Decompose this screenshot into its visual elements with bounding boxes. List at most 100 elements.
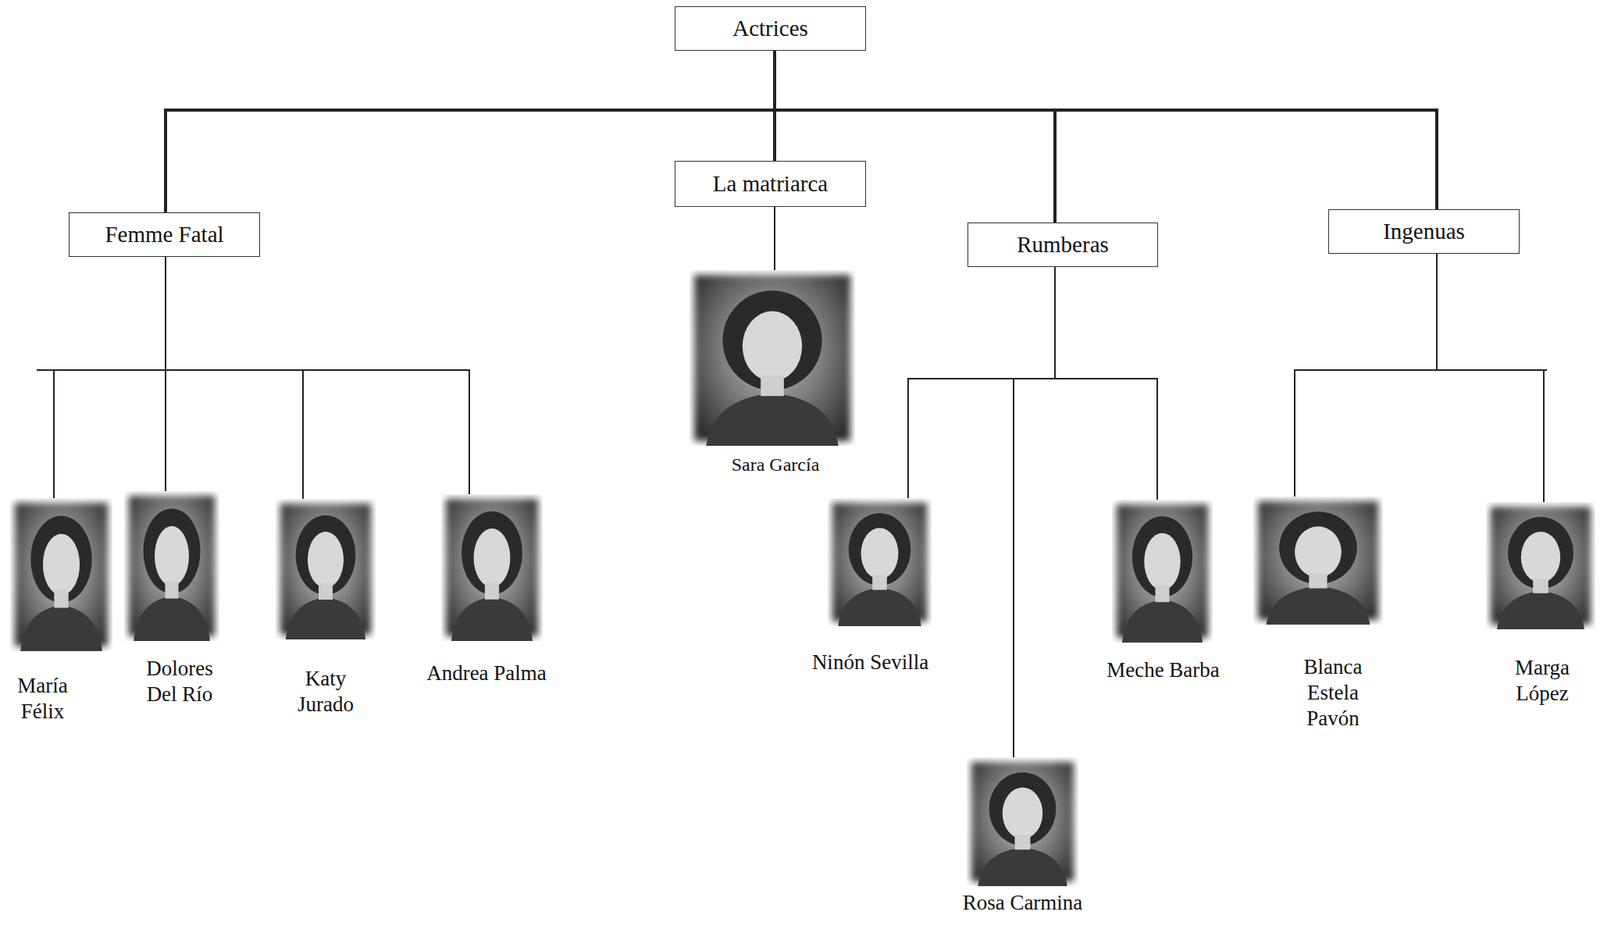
portrait-shape [318, 583, 333, 600]
portrait-shape [1521, 531, 1561, 583]
actress-name: Blanca Estela Pavón [1293, 654, 1372, 732]
portrait-shape [164, 580, 179, 599]
portrait-shape [473, 528, 511, 588]
portrait-illustration [1485, 502, 1596, 630]
tree-connector [908, 267, 1055, 499]
portrait-photo [1253, 496, 1383, 625]
portrait-shape [133, 595, 211, 642]
portrait-shape [142, 508, 200, 594]
actress-portrait: Katy Jurado [275, 498, 376, 640]
portrait-shape [484, 582, 499, 600]
tree-connector [1294, 253, 1437, 497]
portrait-photo [124, 491, 220, 642]
portrait-photo [1485, 502, 1596, 630]
portrait-photo [966, 757, 1079, 887]
actress-portrait: Marga López [1485, 502, 1596, 630]
portrait-shape [742, 311, 802, 382]
category-box: Actrices [674, 6, 866, 51]
portrait-shape [977, 848, 1067, 888]
tree-connector [1054, 267, 1158, 500]
portrait-illustration [689, 270, 856, 446]
portrait-shape [989, 772, 1057, 846]
portrait-photo [827, 498, 932, 627]
portrait-illustration [124, 491, 220, 642]
category-box: Ingenuas [1328, 209, 1520, 254]
portrait-illustration [1253, 496, 1383, 625]
tree-connector [165, 256, 470, 495]
category-box: La matriarca [674, 160, 866, 207]
actress-name: Andrea Palma [400, 660, 573, 687]
portrait-shape [760, 375, 784, 396]
portrait-illustration [1111, 499, 1213, 643]
portrait-shape [307, 531, 344, 588]
portrait-shape [1266, 586, 1371, 625]
portrait-shape [154, 526, 189, 587]
tree-connector [1436, 253, 1544, 503]
portrait-shape [42, 534, 80, 596]
actress-portrait: Meche Barba [1111, 499, 1213, 643]
portrait-shape [837, 587, 921, 627]
actress-name: Marga López [1499, 655, 1586, 707]
actress-name: Meche Barba [1077, 657, 1250, 684]
category-box: Femme Fatal [68, 212, 261, 257]
portrait-shape [461, 511, 523, 596]
portrait-shape [1294, 526, 1342, 578]
actress-portrait: Blanca Estela Pavón [1253, 496, 1383, 625]
portrait-shape [1279, 511, 1358, 585]
actress-name: Katy Jurado [282, 666, 369, 718]
portrait-shape [1122, 599, 1203, 643]
tree-connector [165, 256, 303, 499]
portrait-photo [689, 270, 856, 446]
portrait-shape [872, 574, 888, 590]
category-label: Rumberas [1016, 232, 1109, 258]
portrait-photo [441, 494, 543, 642]
actress-name: Ninón Sevilla [784, 649, 957, 676]
portrait-photo [1111, 499, 1213, 643]
portrait-shape [1532, 578, 1549, 594]
portrait-photo [275, 498, 376, 640]
portrait-shape [295, 515, 357, 596]
portrait-photo [10, 498, 113, 652]
portrait-shape [53, 590, 68, 609]
portrait-shape [1132, 516, 1193, 598]
portrait-shape [705, 393, 839, 447]
portrait-shape [1308, 573, 1327, 588]
portrait-illustration [827, 498, 932, 627]
actress-name: Dolores Del Río [132, 655, 227, 708]
portrait-shape [1014, 834, 1030, 850]
actress-portrait: Andrea Palma [441, 494, 543, 642]
portrait-shape [1507, 516, 1574, 589]
portrait-illustration [966, 757, 1079, 887]
actress-portrait: Rosa Carmina [966, 757, 1079, 887]
portrait-shape [20, 605, 103, 652]
portrait-shape [1002, 787, 1043, 840]
category-label: Actrices [732, 16, 809, 42]
portrait-shape [1143, 533, 1180, 591]
portrait-shape [1154, 585, 1169, 603]
actress-name: María Félix [3, 673, 82, 725]
portrait-illustration [10, 498, 113, 652]
actress-name: Rosa Carmina [929, 890, 1117, 916]
portrait-shape [1496, 591, 1585, 630]
tree-connector [53, 256, 166, 499]
portrait-shape [451, 597, 533, 642]
portrait-shape [722, 290, 822, 391]
portrait-shape [861, 527, 899, 580]
actress-portrait: Sara García [689, 270, 856, 446]
portrait-shape [285, 597, 366, 640]
portrait-illustration [441, 494, 543, 642]
actress-portrait: María Félix [10, 498, 113, 652]
actress-portrait: Ninón Sevilla [827, 498, 932, 627]
category-box: Rumberas [967, 222, 1159, 268]
category-label: La matriarca [712, 171, 828, 197]
category-label: Ingenuas [1382, 219, 1465, 245]
portrait-shape [848, 513, 912, 586]
portrait-illustration [275, 498, 376, 640]
tree-connector [774, 50, 1437, 210]
actress-portrait: Dolores Del Río [124, 491, 220, 642]
portrait-shape [30, 516, 93, 603]
category-label: Femme Fatal [104, 222, 224, 248]
tree-connector [773, 206, 776, 271]
bus-extension [36, 369, 55, 371]
